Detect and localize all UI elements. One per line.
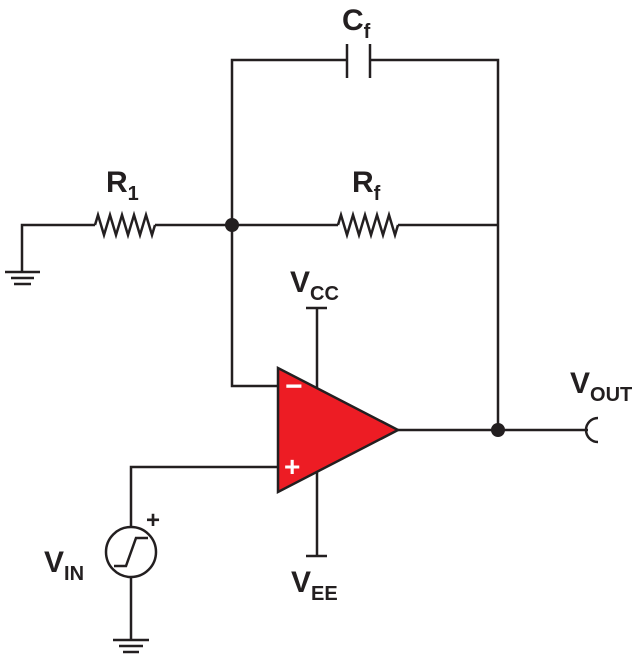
step-source-icon [104, 525, 158, 579]
junction-dot-inverting [225, 218, 239, 232]
cf-feedback-wire [230, 58, 500, 225]
vout-label: VOUT [570, 367, 632, 406]
non-inverting-input-wire [129, 465, 278, 527]
source-plus-sign: + [146, 507, 160, 534]
op-amp-plus-sign: + [284, 451, 300, 482]
vee-label: VEE [291, 566, 338, 605]
vcc-label: VCC [290, 266, 339, 305]
junction-dot-output [491, 423, 505, 437]
op-amp-minus-sign: − [285, 370, 303, 403]
op-amp-triangle [276, 365, 401, 495]
rf-wire [232, 210, 498, 240]
output-wire [398, 225, 588, 432]
capacitor-cf [345, 44, 372, 78]
op-amp: − + [276, 365, 401, 495]
r1-wire [20, 210, 232, 272]
ground-icon [5, 270, 40, 286]
vin-label: VIN [44, 546, 84, 585]
vcc-rail [306, 306, 327, 388]
r1-label: R1 [106, 166, 139, 205]
cf-label: Cf [342, 4, 371, 43]
ground-icon [113, 638, 149, 654]
output-terminal-icon [584, 416, 599, 444]
inverting-input-wire [230, 225, 278, 388]
rf-label: Rf [352, 166, 381, 205]
vee-rail [306, 472, 327, 558]
